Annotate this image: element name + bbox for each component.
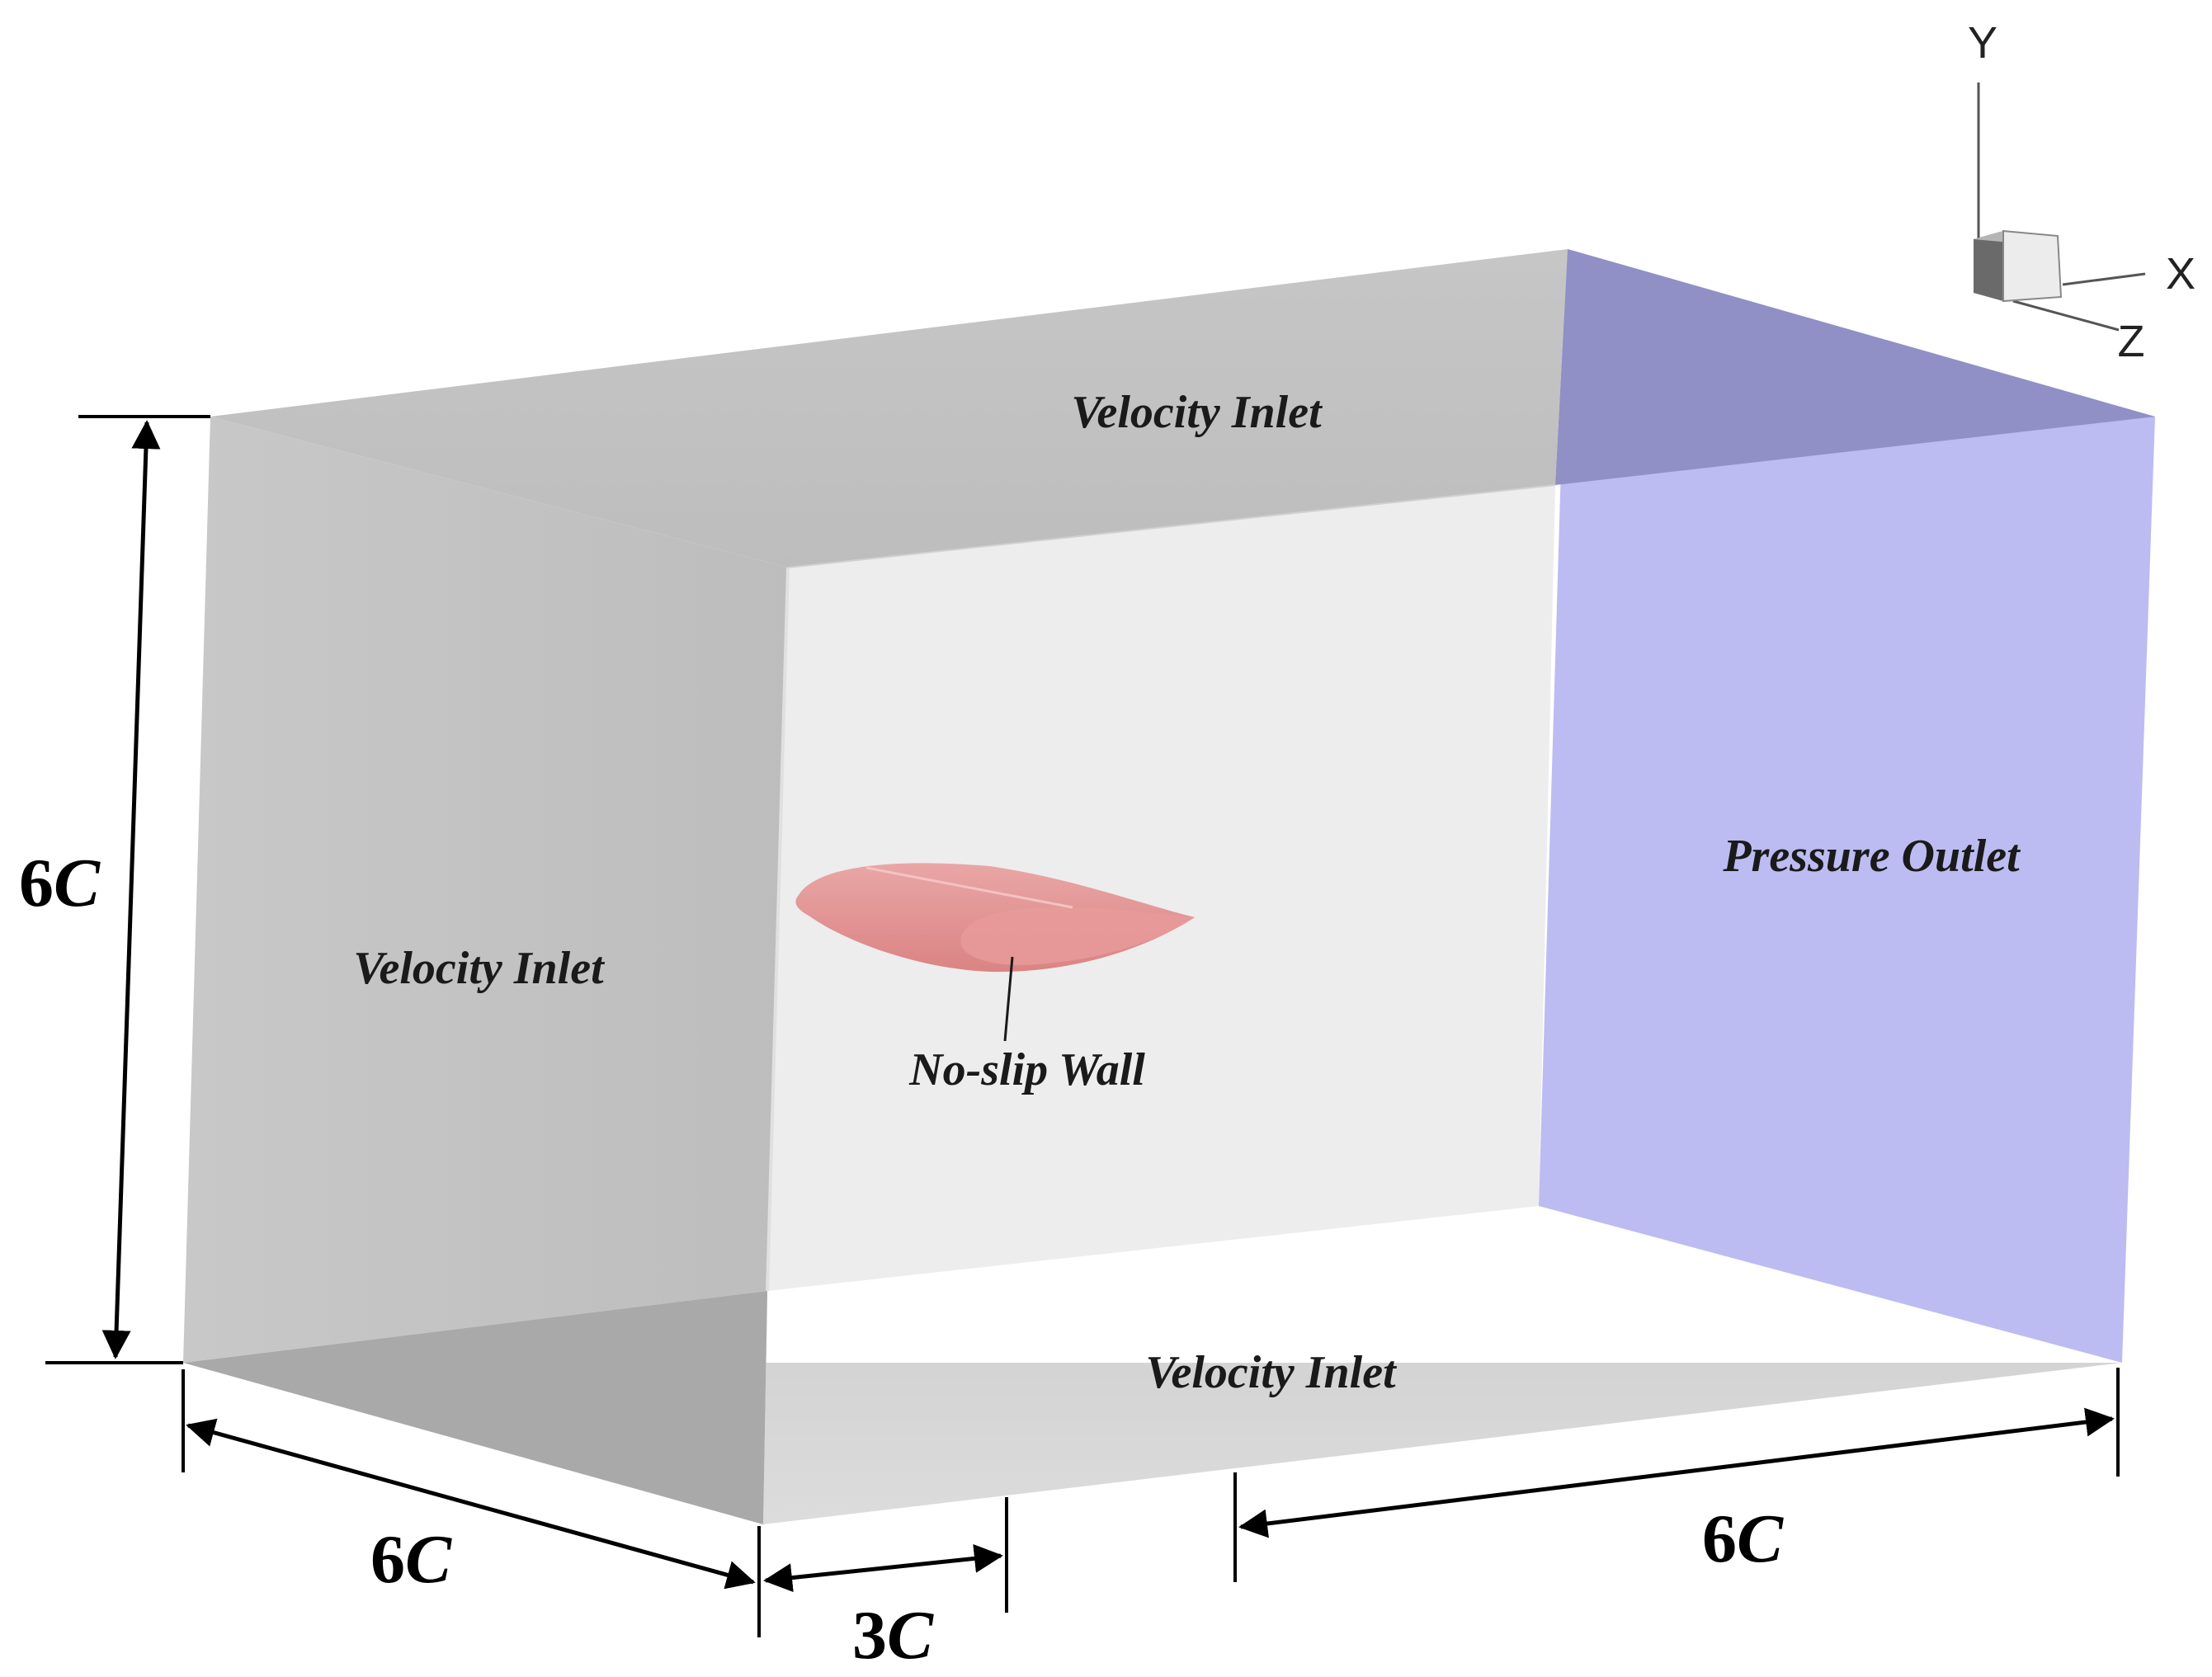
height-label: 6C (19, 845, 101, 921)
depth-dimension: 6C (182, 1369, 761, 1637)
z-axis-label: Z (2118, 317, 2145, 366)
edge-top-back (787, 484, 1556, 568)
height-dimension: 6C (19, 415, 210, 1364)
side-face (183, 417, 788, 1363)
upstream-dimension: 3C (763, 1497, 1008, 1674)
y-axis-label: Y (1968, 18, 1997, 68)
downstream-unit: C (1737, 1500, 1784, 1577)
depth-label: 6C (370, 1521, 452, 1598)
downstream-num: 6 (1702, 1500, 1737, 1577)
label-pressure-outlet: Pressure Outlet (1722, 831, 2021, 882)
label-top-velocity-inlet: Velocity Inlet (1071, 387, 1323, 438)
top-face (210, 249, 1568, 568)
axis-triad: Y X Z (1968, 18, 2195, 366)
depth-num: 6 (370, 1521, 405, 1598)
airfoil-span-line (865, 866, 1073, 909)
airfoil (795, 863, 1195, 1042)
x-axis-line (2062, 272, 2146, 286)
outlet-face (1539, 249, 2155, 1363)
label-side-velocity-inlet: Velocity Inlet (353, 943, 605, 994)
height-unit: C (54, 845, 101, 921)
upstream-unit: C (887, 1597, 934, 1674)
z-axis-line (2012, 299, 2120, 332)
label-bottom-velocity-inlet: Velocity Inlet (1145, 1347, 1397, 1398)
upstream-arrow (763, 1543, 1003, 1593)
edge-side-back (766, 567, 790, 1292)
depth-unit: C (405, 1521, 452, 1598)
upstream-label: 3C (852, 1597, 934, 1674)
x-axis-label: X (2166, 249, 2195, 299)
airfoil-near-section (960, 907, 1195, 965)
back-face (767, 485, 1555, 1291)
depth-arrow (186, 1418, 756, 1590)
axis-cube-front (2002, 229, 2063, 303)
height-num: 6 (19, 845, 54, 921)
downstream-label: 6C (1702, 1500, 1784, 1577)
upstream-num: 3 (852, 1597, 887, 1674)
axis-cube-left (1974, 231, 2003, 301)
height-arrow (101, 420, 161, 1359)
label-no-slip-wall: No-slip Wall (908, 1044, 1145, 1095)
downstream-dimension: 6C (1233, 1368, 2120, 1582)
outlet-top-overlap (1555, 249, 2155, 485)
downstream-arrow (1238, 1407, 2115, 1538)
wall-leader-line (1003, 956, 1014, 1042)
